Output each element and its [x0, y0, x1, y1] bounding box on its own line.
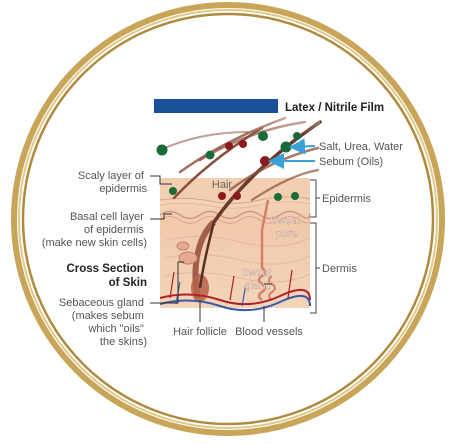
sweat-gland-line-1: Sweat — [241, 267, 272, 279]
sweat-gland-label: Sweat gland — [241, 267, 275, 292]
sebaceous-line-2: (makes sebum — [72, 310, 144, 322]
sebaceous-line-4: the skins) — [100, 336, 147, 348]
dermis-label: Dermis — [322, 263, 357, 275]
left-labels: Scaly layer of epidermis Basal cell laye… — [42, 170, 148, 348]
cross-section-line-1: Cross Section — [66, 263, 143, 275]
sweat-gland-line-2: gland — [245, 280, 272, 292]
basal-line-1: Basal cell layer — [70, 211, 144, 223]
right-brackets — [310, 180, 320, 313]
salt-urea-water-label: Salt, Urea, Water — [319, 141, 403, 153]
cross-section-title: Cross Section of Skin — [66, 263, 147, 289]
cross-section-line-2: of Skin — [109, 277, 147, 289]
sweat-pore-line-2: pore — [276, 228, 298, 240]
sebum-label: Sebum (Oils) — [319, 156, 383, 168]
basal-layer-label: Basal cell layer of epidermis (make new … — [42, 211, 147, 249]
scaly-line-2: epidermis — [99, 183, 147, 195]
hair-label: Hair — [212, 179, 233, 191]
epidermis-label: Epidermis — [322, 193, 371, 205]
sebaceous-line-3: which "oils" — [87, 323, 144, 335]
sweat-pore-line-1: Sweat — [270, 215, 301, 227]
scaly-line-1: Scaly layer of — [78, 170, 145, 182]
salt-arrow — [293, 146, 315, 147]
scaly-layer-label: Scaly layer of epidermis — [78, 170, 148, 195]
basal-line-3: (make new skin cells) — [42, 237, 147, 249]
film-bar — [154, 99, 278, 113]
film-label: Latex / Nitrile Film — [285, 102, 384, 114]
blood-vessels-label: Blood vessels — [235, 326, 303, 338]
hair-follicle-label: Hair follicle — [173, 326, 227, 338]
sebaceous-line-1: Sebaceous gland — [59, 297, 144, 309]
sebaceous-gland-label: Sebaceous gland (makes sebum which "oils… — [59, 297, 147, 348]
basal-line-2: of epidermis — [84, 224, 144, 236]
